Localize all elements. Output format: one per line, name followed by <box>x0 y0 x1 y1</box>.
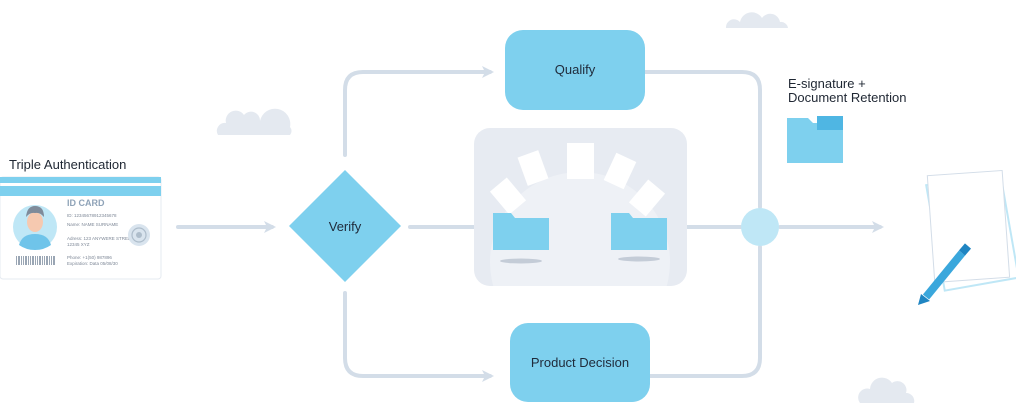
document-transfer-panel <box>474 128 687 286</box>
connector-verify-to-qualify <box>343 66 494 157</box>
connector-qualify-to-hub <box>643 70 762 209</box>
pen-icon <box>918 243 972 305</box>
seal-icon <box>128 224 150 246</box>
verify-node: Verify <box>289 170 401 282</box>
user-avatar-icon <box>13 205 57 250</box>
barcode-icon <box>16 256 55 265</box>
document-icon <box>925 169 1016 292</box>
cloud-icon <box>725 12 788 28</box>
id-card-name-line: Name: NAME SURNAME <box>67 222 118 227</box>
folder-icon <box>493 213 549 264</box>
qualify-label: Qualify <box>555 62 596 77</box>
flow-connectors <box>176 66 884 382</box>
triple-auth-label: Triple Authentication <box>9 157 126 172</box>
id-card-title: ID CARD <box>67 198 105 208</box>
connector-decision-to-hub <box>648 245 762 378</box>
esignature-label-line2: Document Retention <box>788 90 907 105</box>
folder-icon <box>787 116 843 163</box>
signed-document <box>918 169 1016 305</box>
id-card-expiry-line: Expiration: Data 05/08/30 <box>67 261 118 266</box>
product-decision-label: Product Decision <box>531 355 629 370</box>
id-card-address-line1: Adress: 123 ANYWERE STREET <box>67 236 134 241</box>
id-card-id-line: ID: 12345678912345678 <box>67 213 117 218</box>
qualify-node: Qualify <box>505 30 645 110</box>
id-card-icon: ID CARD ID: 12345678912345678 Name: NAME… <box>0 176 162 280</box>
connector-verify-to-decision <box>343 291 494 382</box>
cloud-icon <box>858 377 915 403</box>
document-icon <box>489 143 666 217</box>
id-card-phone-line: Phone: +1(50) 987896 <box>67 255 112 260</box>
id-card-address-line2: 12345 XYZ <box>67 242 90 247</box>
folder-icon <box>611 213 667 262</box>
esignature-label-line1: E-signature + <box>788 76 866 91</box>
merge-hub <box>741 208 779 246</box>
cloud-icon <box>216 108 292 135</box>
verify-label: Verify <box>329 219 362 234</box>
product-decision-node: Product Decision <box>510 323 650 402</box>
